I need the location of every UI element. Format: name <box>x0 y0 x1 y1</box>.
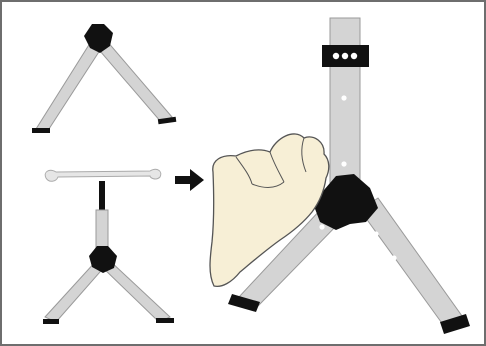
hand-opening-stand <box>209 17 470 334</box>
stand-leg-right <box>359 197 463 327</box>
hand-illustration <box>209 133 330 288</box>
right-arrow-icon <box>175 169 204 191</box>
hand-finger-line <box>251 181 285 188</box>
pole-hole <box>341 95 347 101</box>
hand-finger-line <box>235 156 253 185</box>
clamp-hole <box>332 52 340 60</box>
leg-foot-left <box>228 294 260 312</box>
stand-with-holder <box>43 168 174 324</box>
leg-foot-left <box>43 319 59 324</box>
leg-hole <box>373 231 379 237</box>
clamp-hole <box>341 52 349 60</box>
folded-stand <box>32 24 177 133</box>
leg-foot-left <box>32 128 50 133</box>
stand-pole <box>329 17 361 184</box>
stand-upper-pole <box>95 209 109 251</box>
hand-finger-line <box>301 137 307 173</box>
stand-hub <box>314 174 378 230</box>
leg-foot-right <box>157 116 177 125</box>
stand-hub <box>84 24 113 53</box>
pole-hole <box>341 161 347 167</box>
hand-finger-line <box>269 151 285 183</box>
stand-leg-left <box>35 39 105 133</box>
stand-leg-right <box>93 39 173 123</box>
leg-foot-right <box>156 318 174 323</box>
holder-neck <box>99 181 105 211</box>
stand-hub <box>89 246 117 273</box>
holder-bracket <box>44 168 162 182</box>
leg-hole <box>391 255 397 261</box>
leg-hole <box>319 224 325 230</box>
clamp-hole <box>350 52 358 60</box>
leg-foot-right <box>440 314 470 334</box>
